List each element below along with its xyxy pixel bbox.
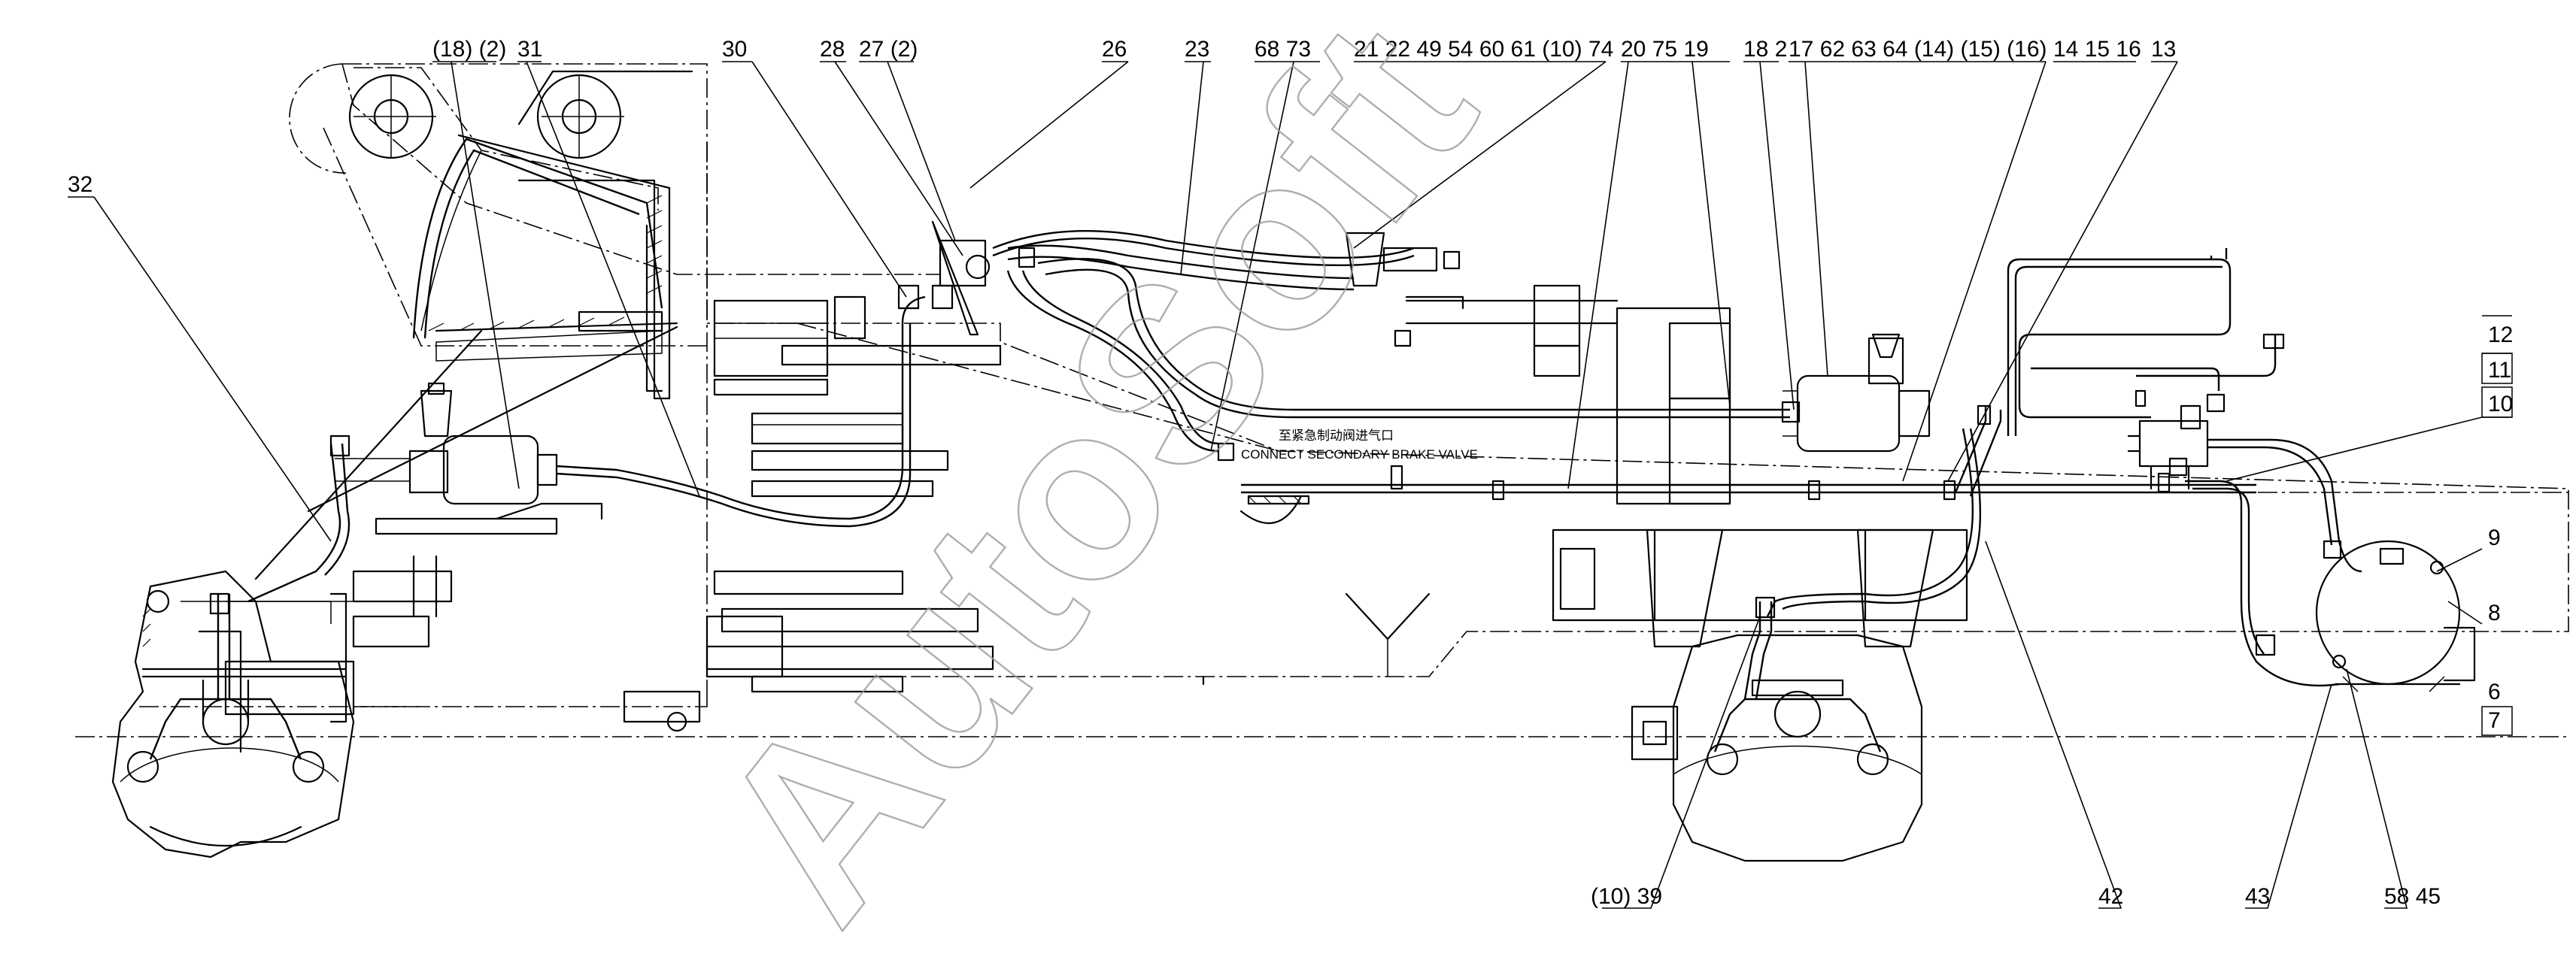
brake-components	[335, 220, 2209, 535]
boom-arm	[254, 63, 693, 580]
rear-wheel-hub	[1631, 634, 1923, 862]
callout-30: 30	[722, 37, 747, 62]
autosoft-watermark: AutoSoft	[661, 0, 1525, 960]
callout-7: 7	[2488, 708, 2501, 733]
callout-18-2-right: 18 2	[1743, 37, 1787, 62]
callouts-top: (18) (2) 31 30 28 27 (2) 26 23 68 73 21 …	[432, 37, 2176, 62]
callout-12: 12	[2488, 323, 2513, 347]
callouts-bottom: (10) 39 42 43 58 45	[1591, 884, 2441, 909]
axle-blocks	[1405, 284, 1968, 648]
callout-68-73: 68 73	[1255, 37, 1311, 62]
pipe-note: 至紧急制动阀进气口 CONNECT SECONDARY BRAKE VALVE	[1241, 429, 1478, 462]
front-wheel-hub	[111, 555, 453, 859]
callout-9: 9	[2488, 525, 2501, 550]
callout-43: 43	[2245, 884, 2270, 909]
callout-58-45: 58 45	[2384, 884, 2441, 909]
note-line-chinese: 至紧急制动阀进气口	[1279, 429, 1394, 443]
callout-26: 26	[1102, 37, 1127, 62]
center-blocks	[578, 295, 1431, 732]
callout-27-2: 27 (2)	[859, 37, 918, 62]
callout-14-15-16: 14 15 16	[2053, 37, 2141, 62]
callouts-side: 32 12 11 10 9 8 6 7	[68, 172, 2513, 733]
note-line-english: CONNECT SECONDARY BRAKE VALVE	[1241, 447, 1478, 462]
callout-10: 10	[2488, 392, 2513, 416]
callout-21-74: 21 22 49 54 60 61 (10) 74	[1354, 37, 1613, 62]
callout-6: 6	[2488, 680, 2501, 704]
callout-31: 31	[517, 37, 542, 62]
callout-17-16: 17 62 63 64 (14) (15) (16)	[1789, 37, 2047, 62]
section-hatching	[142, 195, 1302, 647]
callout-11: 11	[2488, 358, 2511, 383]
callout-8: 8	[2488, 601, 2501, 625]
callout-10-39: (10) 39	[1591, 884, 1662, 909]
callout-20-75-19: 20 75 19	[1621, 37, 1709, 62]
callout-13: 13	[2151, 37, 2176, 62]
leader-lines	[68, 61, 2512, 909]
callout-23: 23	[1185, 37, 1209, 62]
air-tank	[2315, 540, 2476, 692]
callout-28: 28	[820, 37, 845, 62]
pipe-fittings	[209, 247, 2342, 656]
callout-18-2: (18) (2)	[432, 37, 506, 62]
callout-32: 32	[68, 172, 93, 197]
